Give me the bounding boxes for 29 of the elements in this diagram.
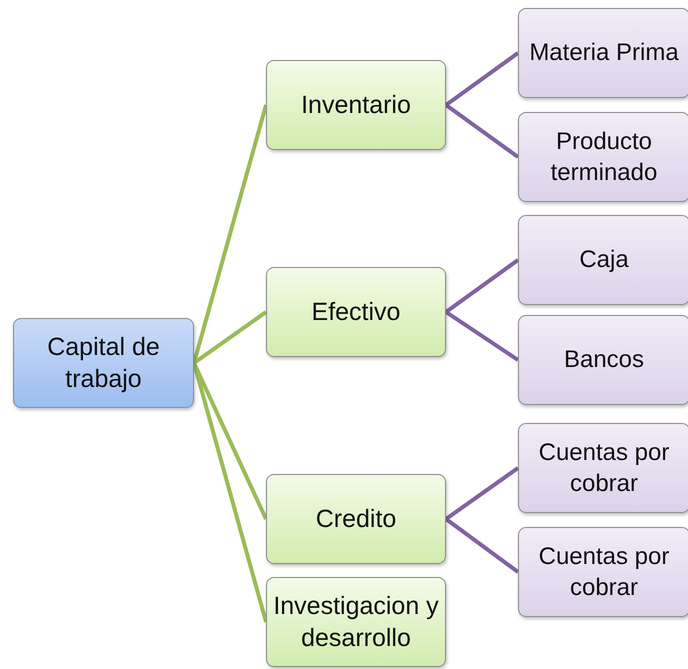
node-label: Producto terminado bbox=[550, 126, 658, 188]
node-label: Bancos bbox=[564, 345, 644, 376]
node-box bbox=[266, 267, 446, 357]
connector-line bbox=[444, 258, 520, 314]
connector-line bbox=[444, 517, 520, 574]
connector-line bbox=[444, 466, 520, 521]
connector-line bbox=[192, 362, 268, 520]
node-label: Materia Prima bbox=[529, 38, 679, 68]
node-label: Cuentas por cobrar bbox=[538, 542, 670, 603]
node-label: Capital de trabajo bbox=[46, 332, 161, 395]
node-box bbox=[518, 112, 688, 202]
node-label: Cuentas por cobrar bbox=[538, 438, 670, 499]
node-label: Caja bbox=[579, 245, 629, 276]
node-box bbox=[518, 215, 688, 305]
node-label: Investigacion y desarrollo bbox=[272, 590, 440, 654]
node-box bbox=[266, 60, 446, 150]
node-box bbox=[518, 423, 688, 513]
node-box bbox=[518, 527, 688, 617]
node-box bbox=[13, 318, 194, 408]
connector-line bbox=[444, 310, 520, 362]
node-label: Credito bbox=[316, 504, 396, 535]
node-label: Inventario bbox=[301, 90, 411, 121]
node-box bbox=[518, 315, 688, 405]
connector-line bbox=[444, 51, 520, 107]
node-box bbox=[266, 577, 446, 667]
node-box bbox=[266, 474, 446, 564]
node-box bbox=[518, 8, 688, 98]
connector-line bbox=[444, 103, 520, 159]
node-label: Efectivo bbox=[312, 296, 400, 328]
